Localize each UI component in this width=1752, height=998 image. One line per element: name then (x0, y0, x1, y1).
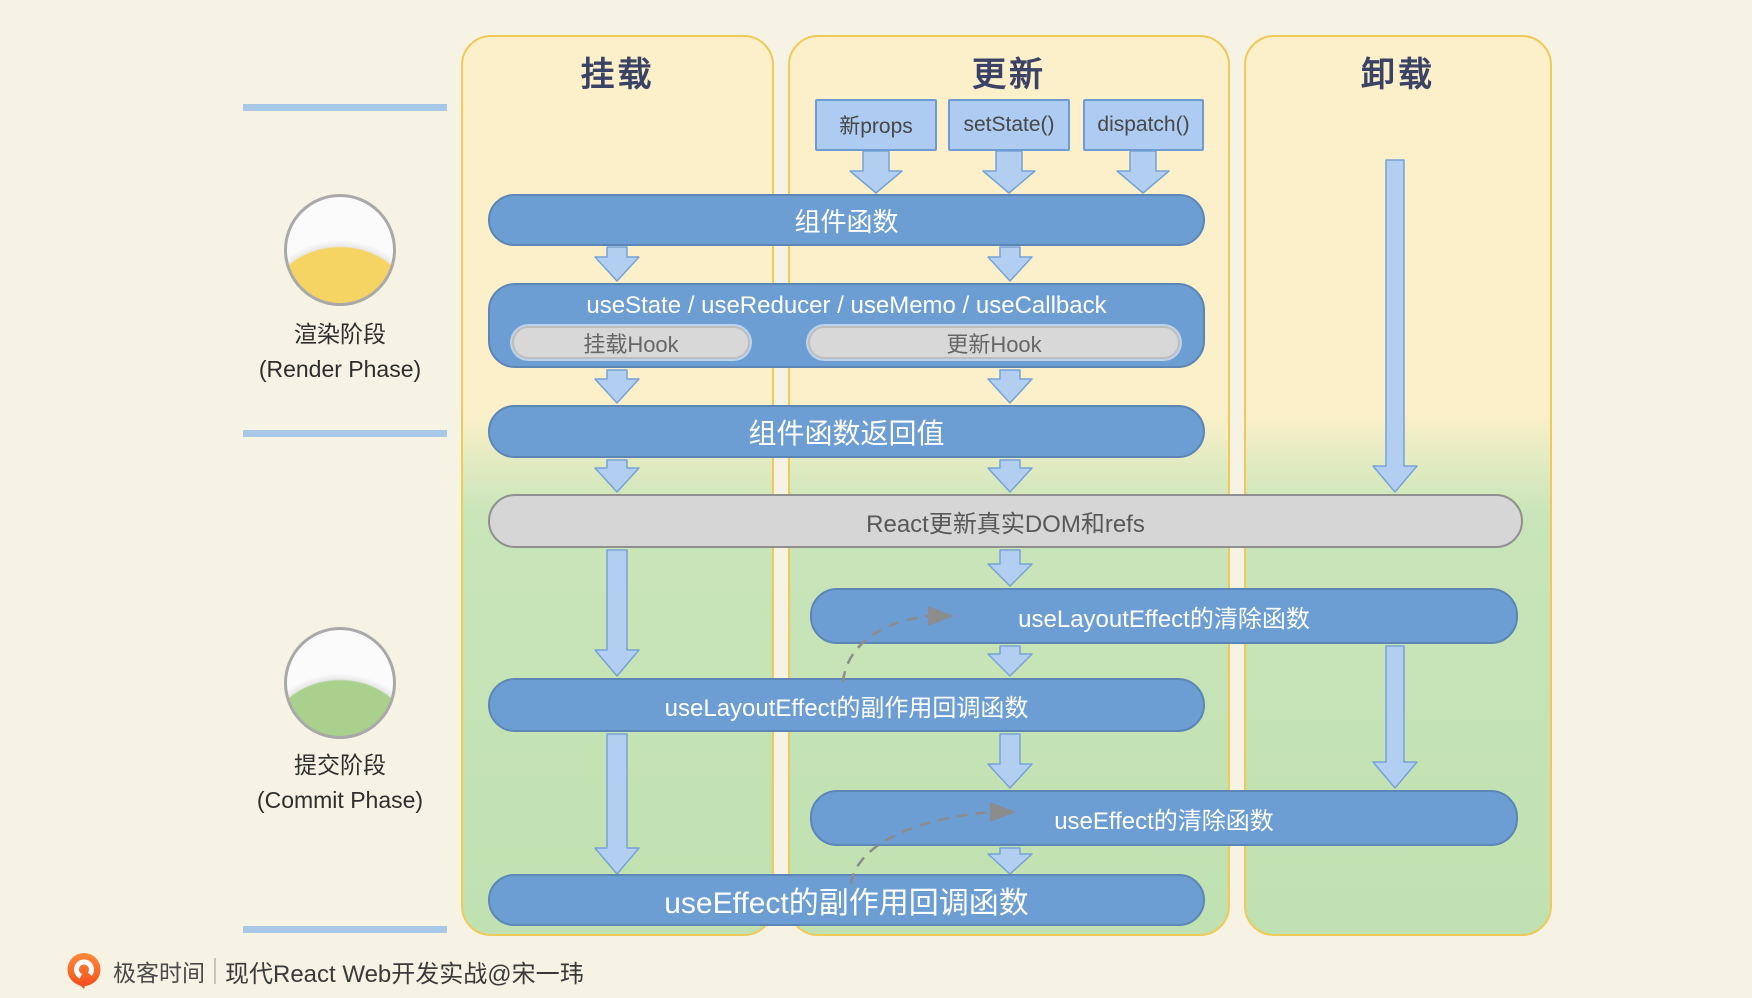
render-phase-label-zh: 渲染阶段 (294, 321, 386, 347)
geektime-logo-icon (67, 953, 101, 989)
node-hooks-label: useState / useReducer / useMemo / useCal… (586, 292, 1107, 319)
node-component-function: 组件函数 (488, 194, 1205, 246)
node-return-value: 组件函数返回值 (488, 405, 1205, 458)
commit-phase-icon (284, 627, 396, 739)
footer-course-title: 现代React Web开发实战@宋一玮 (225, 960, 584, 988)
column-mount-title: 挂载 (580, 56, 655, 94)
node-effect-callback-label: useEffect的副作用回调函数 (664, 887, 1029, 920)
render-phase-label: 渲染阶段 (Render Phase) (200, 317, 480, 387)
node-mount-hook: 挂载Hook (512, 326, 750, 359)
node-layout-effect-cleanup-label: useLayoutEffect的清除函数 (1018, 605, 1310, 633)
node-layout-effect-cleanup: useLayoutEffect的清除函数 (810, 588, 1518, 644)
node-layout-effect-callback: useLayoutEffect的副作用回调函数 (488, 678, 1205, 732)
column-update-title: 更新 (972, 56, 1046, 94)
commit-phase-label-en: (Commit Phase) (256, 787, 424, 813)
trigger-new-props-label: 新props (839, 115, 913, 138)
node-effect-cleanup-label: useEffect的清除函数 (1054, 807, 1274, 835)
node-mount-hook-label: 挂载Hook (583, 331, 679, 357)
trigger-dispatch: dispatch() (1083, 99, 1204, 151)
node-effect-cleanup: useEffect的清除函数 (810, 790, 1518, 846)
footer-separator (214, 958, 216, 984)
commit-phase-label: 提交阶段 (Commit Phase) (200, 748, 480, 818)
node-layout-effect-callback-label: useLayoutEffect的副作用回调函数 (664, 694, 1029, 722)
trigger-setstate-label: setState() (963, 113, 1055, 136)
node-dom-update: React更新真实DOM和refs (488, 494, 1523, 548)
node-effect-callback: useEffect的副作用回调函数 (488, 874, 1205, 926)
node-component-function-label: 组件函数 (794, 206, 899, 237)
node-return-value-label: 组件函数返回值 (748, 417, 945, 449)
render-phase-icon (284, 194, 396, 306)
node-update-hook: 更新Hook (808, 326, 1180, 359)
commit-phase-label-zh: 提交阶段 (294, 752, 386, 778)
trigger-dispatch-label: dispatch() (1097, 113, 1190, 136)
phase-divider-line-bottom (243, 926, 447, 933)
trigger-new-props: 新props (815, 99, 937, 151)
node-update-hook-label: 更新Hook (946, 331, 1042, 357)
phase-divider-line-middle (243, 430, 447, 437)
trigger-setstate: setState() (948, 99, 1070, 151)
column-unmount-title: 卸载 (1361, 56, 1435, 94)
footer: 极客时间 现代React Web开发实战@宋一玮 (64, 951, 584, 991)
footer-brand: 极客时间 (113, 960, 205, 986)
node-dom-update-label: React更新真实DOM和refs (866, 510, 1145, 538)
phase-divider-line-top (243, 104, 447, 111)
column-mount: 挂载 (461, 35, 774, 936)
render-phase-label-en: (Render Phase) (258, 356, 422, 382)
